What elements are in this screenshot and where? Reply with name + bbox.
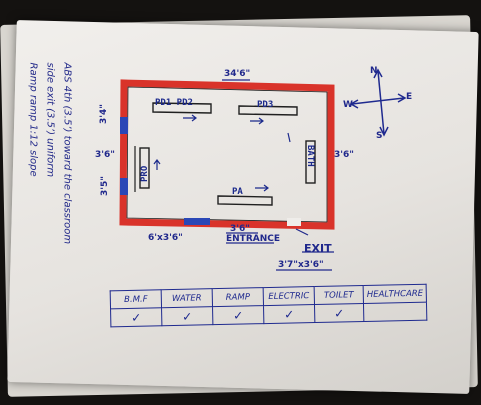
compass-south: S [376, 131, 383, 141]
door-entrance [184, 218, 210, 225]
room-pa [217, 195, 273, 206]
table-header-cell: RAMP [212, 287, 264, 307]
compass-icon [349, 68, 407, 137]
facilities-table: B.M.F WATER RAMP ELECTRIC TOILET HEALTHC… [110, 284, 428, 328]
tick-cell: ✓ [110, 307, 162, 327]
table-header-cell: B.M.F [110, 289, 162, 309]
room-bath [305, 140, 316, 184]
compass-north: N [370, 66, 378, 76]
tick-cell: ✓ [263, 304, 315, 324]
exit-label: EXIT [304, 242, 332, 255]
tick-cell: ✓ [314, 303, 364, 323]
room-pro [139, 147, 150, 189]
compass-west: W [343, 100, 353, 110]
room-label-bath: BATH [305, 145, 315, 167]
table-header-cell: WATER [161, 288, 213, 308]
tick-cell: ✓ [161, 306, 213, 326]
outer-walls [119, 79, 335, 230]
room-label-pro: PRO [140, 165, 150, 182]
exit-gap [287, 218, 301, 226]
exit-dimension: 3'7"x3'6" [278, 260, 324, 270]
bottom-left-dimension: 6'x3'6" [148, 233, 183, 243]
room-pd3 [238, 105, 298, 116]
room-label-pd3: PD3 [257, 100, 274, 110]
table-header-cell: ELECTRIC [263, 286, 315, 306]
entrance-dimension: 3'6" [230, 224, 250, 234]
tick-cell [363, 302, 428, 322]
room-label-pd1-pd2: PD1 PD2 [155, 98, 193, 108]
room-label-pa: PA [232, 187, 243, 197]
left-dimension-upper: 3'4" [99, 104, 109, 124]
top-dimension: 34'6" [224, 69, 251, 79]
left-dimension-mid: 3'6" [95, 150, 115, 160]
right-dimension: 3'6" [334, 150, 354, 160]
door-left-upper [120, 117, 128, 134]
table-header-cell: TOILET [314, 285, 364, 305]
table-header-cell: HEALTHCARE [363, 284, 427, 304]
room-pd1-pd2 [152, 102, 212, 114]
dimension-strokes [222, 79, 334, 271]
left-dimension-lower: 3'5" [100, 176, 110, 196]
entrance-label: ENTRANCE [226, 234, 280, 244]
compass-east: E [406, 92, 413, 102]
flow-arrows [153, 114, 291, 192]
tick-cell: ✓ [212, 305, 264, 325]
door-left-lower [120, 178, 128, 195]
